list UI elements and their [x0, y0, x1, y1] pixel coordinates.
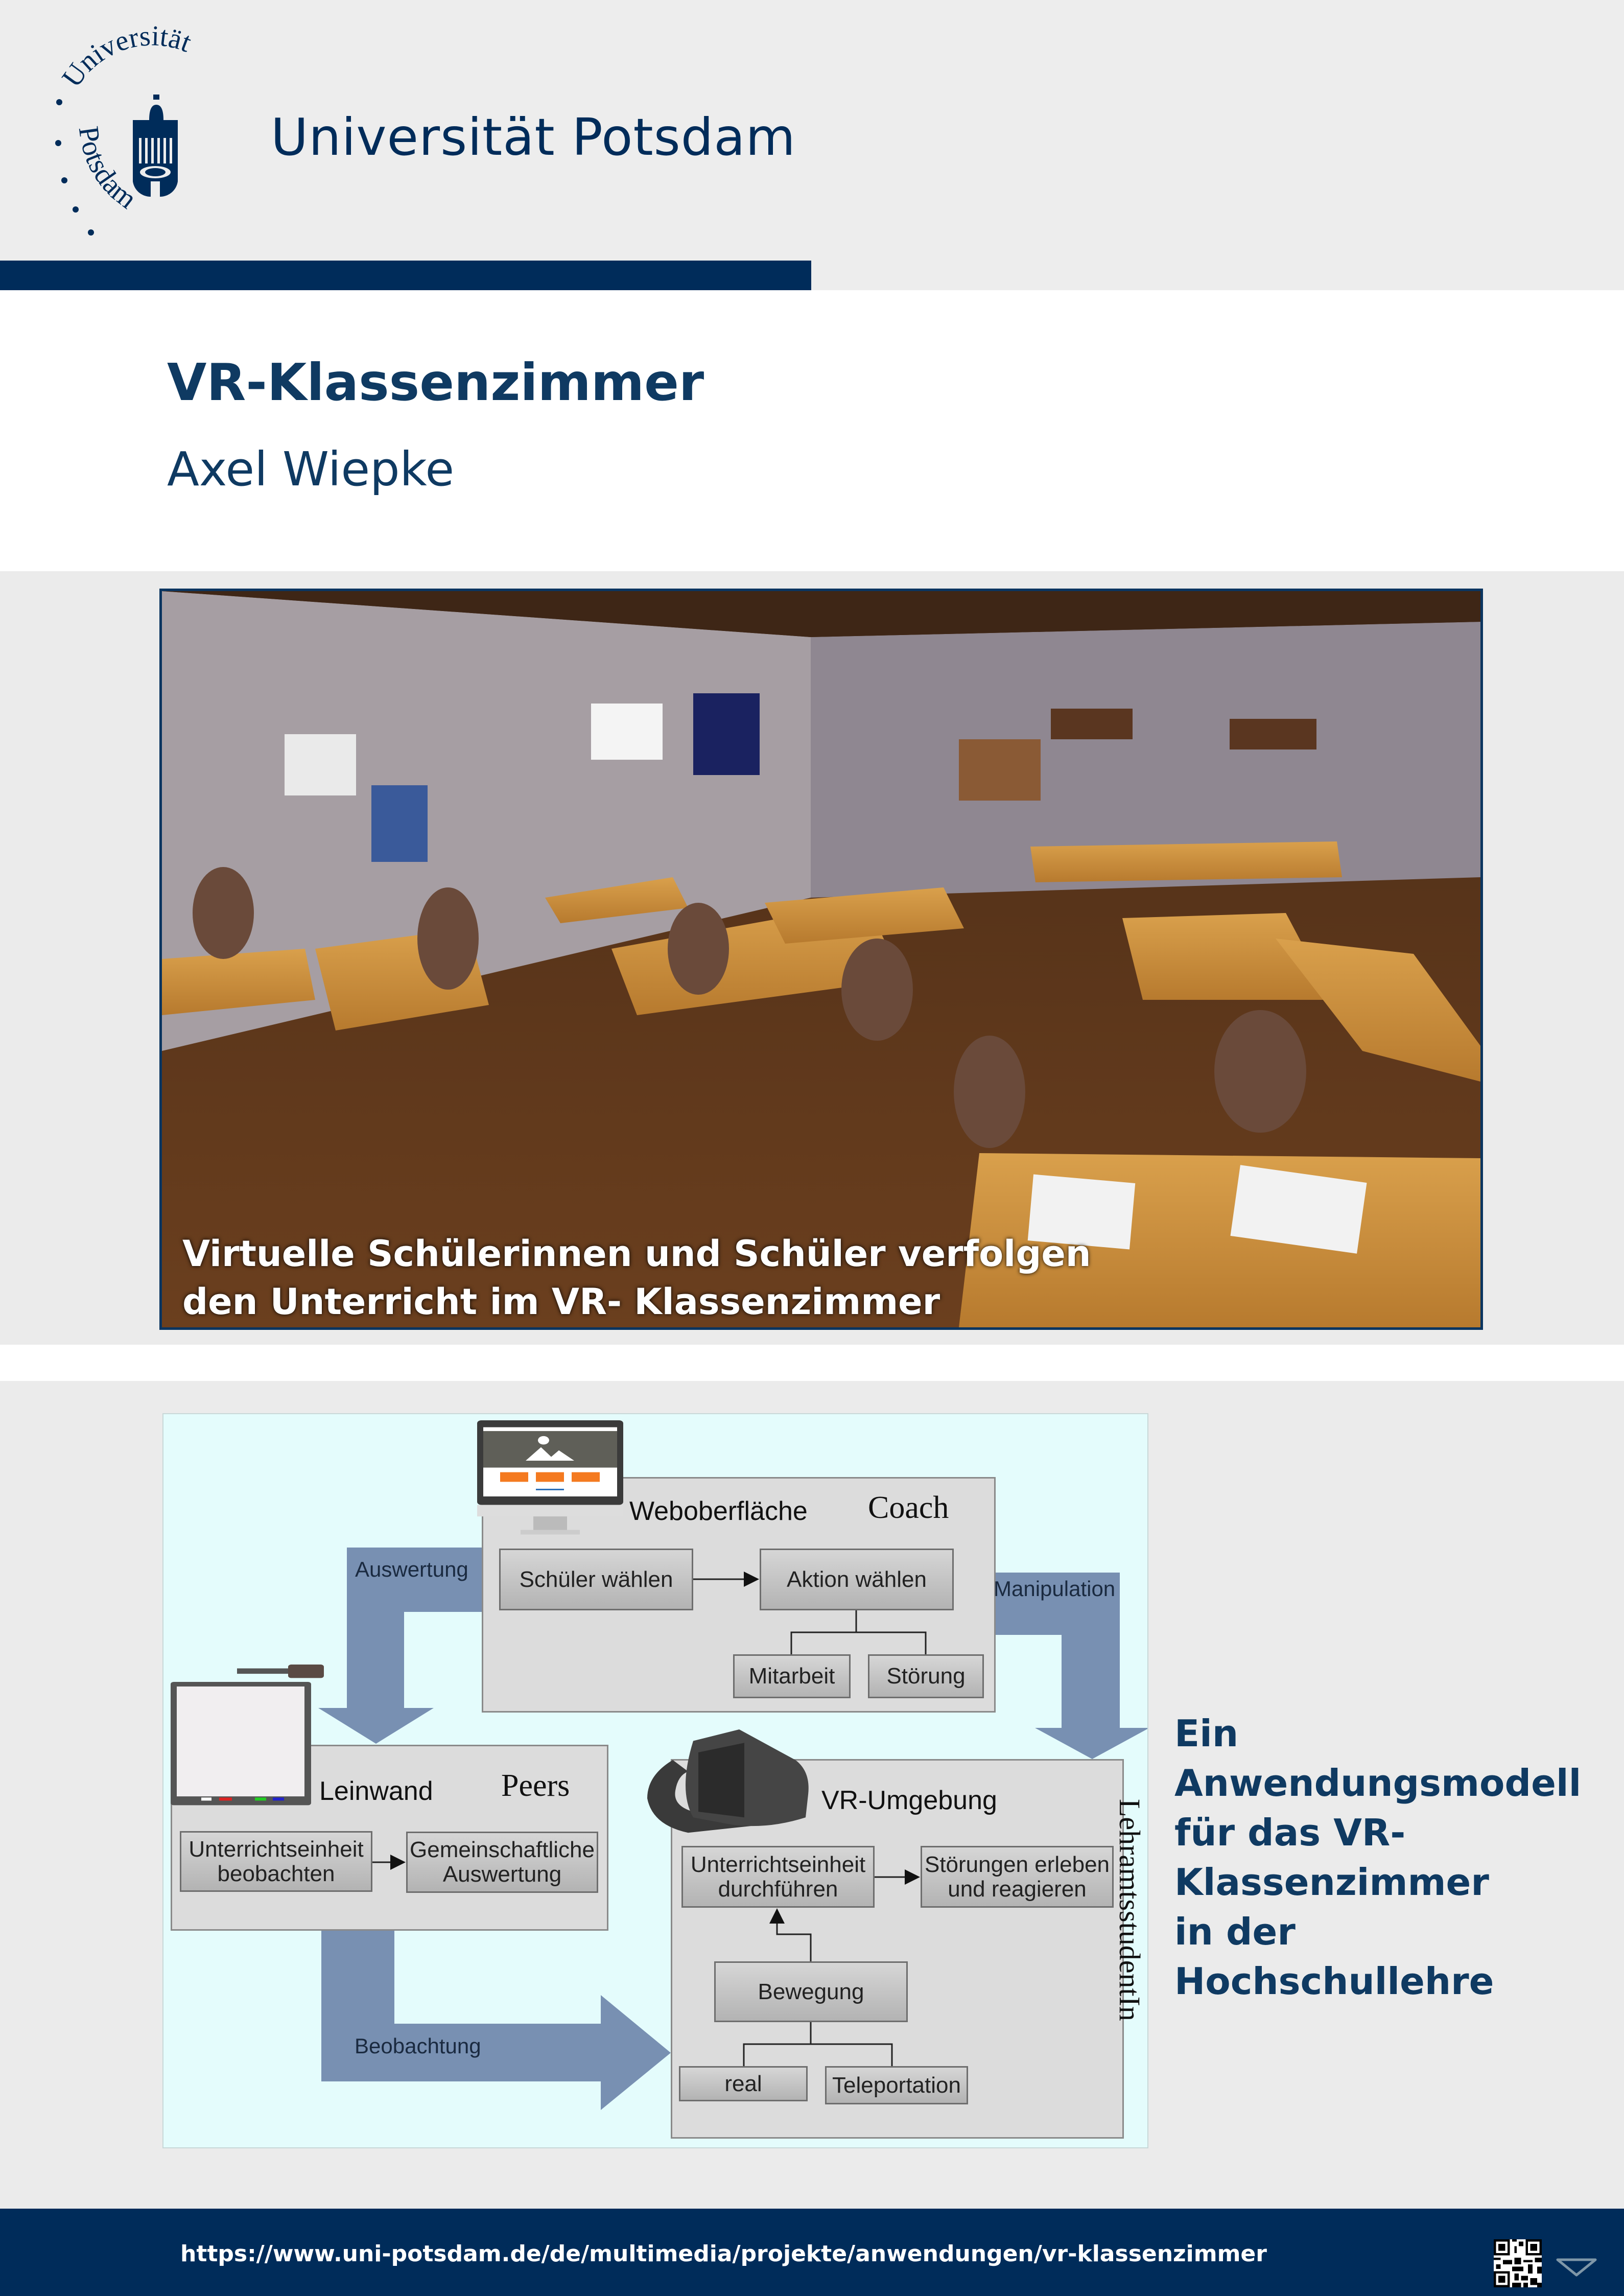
description-line: für das VR-Klassenzimmer	[1174, 1811, 1489, 1904]
diagram-flow-arrows	[318, 1548, 1147, 2110]
description-line: Ein Anwendungsmodell	[1174, 1712, 1582, 1805]
step-text: Unterrichtseinheit	[690, 1852, 866, 1877]
real-movement-option: real	[679, 2066, 808, 2101]
poster	[285, 734, 356, 795]
footer	[0, 2209, 1624, 2296]
evaluation-arrow	[318, 1548, 482, 1744]
vr-headset-icon	[647, 1729, 809, 1833]
step-text: Unterrichtseinheit	[189, 1836, 364, 1862]
step-text: Auswertung	[442, 1862, 562, 1887]
diagram-connectors	[372, 1572, 927, 2066]
whiteboard-icon	[171, 1665, 324, 1806]
manipulation-arrow-label: Manipulation	[994, 1577, 1116, 1601]
svg-text:Potsdam: Potsdam	[73, 124, 143, 215]
select-action-step: Aktion wählen	[760, 1549, 954, 1610]
coach-role-label: Coach	[868, 1490, 949, 1525]
observation-arrow-label: Beobachtung	[355, 2034, 481, 2058]
cooperation-option: Mitarbeit	[733, 1654, 851, 1698]
step-text: und reagieren	[948, 1876, 1087, 1902]
movement-step: Bewegung	[714, 1961, 908, 2022]
select-student-step: Schüler wählen	[499, 1549, 693, 1610]
svg-text:Universität: Universität	[56, 20, 196, 93]
caption-line: den Unterricht im VR- Klassenzimmer	[182, 1281, 940, 1323]
page-title: VR-Klassenzimmer	[167, 353, 704, 412]
step-text: Störungen erleben	[924, 1852, 1110, 1877]
caption-line: Virtuelle Schülerinnen und Schüler verfo…	[182, 1233, 1091, 1275]
vr-classroom-photo: Virtuelle Schülerinnen und Schüler verfo…	[159, 589, 1483, 1330]
description-line: in der Hochschullehre	[1174, 1910, 1494, 2003]
university-seal-logo: Universität Potsdam	[55, 20, 196, 236]
teleportation-option: Teleportation	[825, 2066, 968, 2104]
manipulation-arrow	[996, 1573, 1147, 1759]
step-text: beobachten	[217, 1861, 335, 1886]
header: Universität Potsdam Universität Potsdam	[0, 0, 1624, 290]
classroom-scene-illustration	[162, 591, 1480, 1327]
header-accent-bar	[0, 261, 811, 290]
observation-arrow	[321, 1931, 671, 2110]
logo-arc-bottom-text: Potsdam	[73, 124, 143, 215]
step-text: durchführen	[718, 1876, 838, 1902]
peers-panel-title: Leinwand	[319, 1776, 433, 1806]
scroll-down-icon[interactable]	[1556, 2258, 1597, 2277]
qr-code-icon[interactable]	[1494, 2239, 1542, 2287]
application-model-diagram: Weboberfläche Coach Schüler wählen Aktio…	[162, 1413, 1148, 2148]
step-text: Gemeinschaftliche	[410, 1837, 595, 1862]
peers-role-label: Peers	[501, 1768, 570, 1803]
web-monitor-icon	[477, 1420, 623, 1535]
evaluation-arrow-label: Auswertung	[355, 1557, 468, 1581]
author-name: Axel Wiepke	[167, 442, 455, 497]
vr-panel-title: VR-Umgebung	[821, 1786, 997, 1815]
disruption-option: Störung	[868, 1654, 984, 1698]
coach-panel-title: Weboberfläche	[629, 1496, 808, 1526]
vr-role-label: LehramtsstudentIn	[1113, 1799, 1146, 2021]
diagram-description: Ein Anwendungsmodell für das VR-Klassenz…	[1174, 1709, 1624, 2006]
university-name: Universität Potsdam	[271, 107, 796, 167]
photo-caption: Virtuelle Schülerinnen und Schüler verfo…	[182, 1230, 1091, 1326]
project-url-link[interactable]: https://www.uni-potsdam.de/de/multimedia…	[180, 2241, 1267, 2267]
